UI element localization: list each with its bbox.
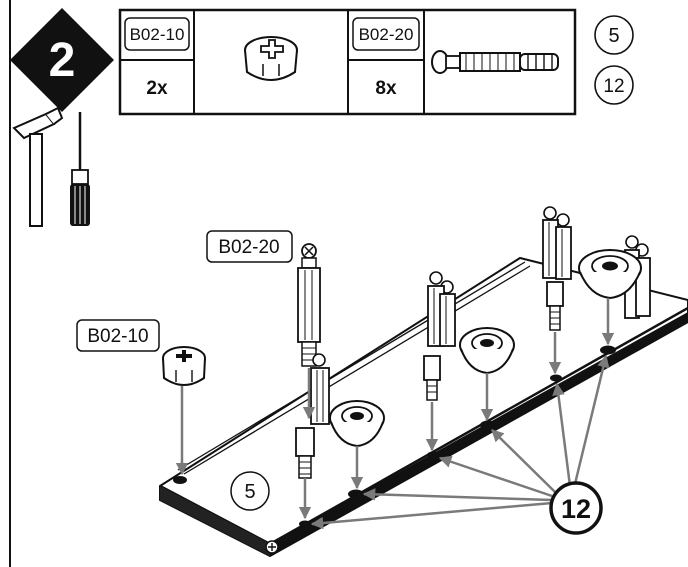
cam-bolt-1 <box>297 243 321 367</box>
cam-lock-part <box>162 346 206 386</box>
step-number: 2 <box>49 34 76 87</box>
target-panel-marker: 12 <box>549 481 603 535</box>
cam-cup-3 <box>578 249 642 300</box>
part-a-code-box <box>124 17 190 51</box>
cam-bolt-5 <box>423 355 441 401</box>
svg-text:5: 5 <box>608 25 619 47</box>
parts-table: B02-10 2x B02-20 8x <box>118 8 577 116</box>
screwdriver-icon <box>70 112 90 226</box>
cam-lock-icon <box>244 36 298 81</box>
cam-bolt-7 <box>546 281 564 331</box>
panel-ref-12: 12 <box>594 65 634 105</box>
part-a-code: B02-10 <box>130 25 185 44</box>
part-b-code: B02-20 <box>359 25 414 44</box>
svg-text:12: 12 <box>603 76 624 97</box>
svg-text:12: 12 <box>561 494 591 524</box>
cam-bolt-3 <box>295 427 315 479</box>
cam-bolt-2 <box>310 353 330 425</box>
part-b-qty: 8x <box>375 78 397 99</box>
svg-text:5: 5 <box>244 481 255 503</box>
insert-arrows <box>175 298 615 520</box>
cam-callout: B02-10 <box>76 319 160 352</box>
part-b-code-box <box>352 17 420 51</box>
svg-text:B02-20: B02-20 <box>218 237 279 258</box>
bolt-callout: B02-20 <box>206 230 293 263</box>
cam-bolt-icon <box>431 50 559 74</box>
step-badge: 2 <box>10 8 114 112</box>
panel-5-marker: 5 <box>230 471 270 511</box>
cam-cup-2 <box>459 327 515 375</box>
hammer-icon <box>12 106 64 227</box>
cam-bolt-6 <box>542 206 572 280</box>
panel-ref-5: 5 <box>594 15 634 55</box>
board-holes <box>173 345 616 528</box>
cam-bolt-4 <box>427 271 456 347</box>
panel-12-arrows <box>310 354 610 530</box>
svg-text:B02-10: B02-10 <box>87 326 148 347</box>
part-a-qty: 2x <box>146 78 168 99</box>
corner-screw-icon <box>265 540 279 554</box>
